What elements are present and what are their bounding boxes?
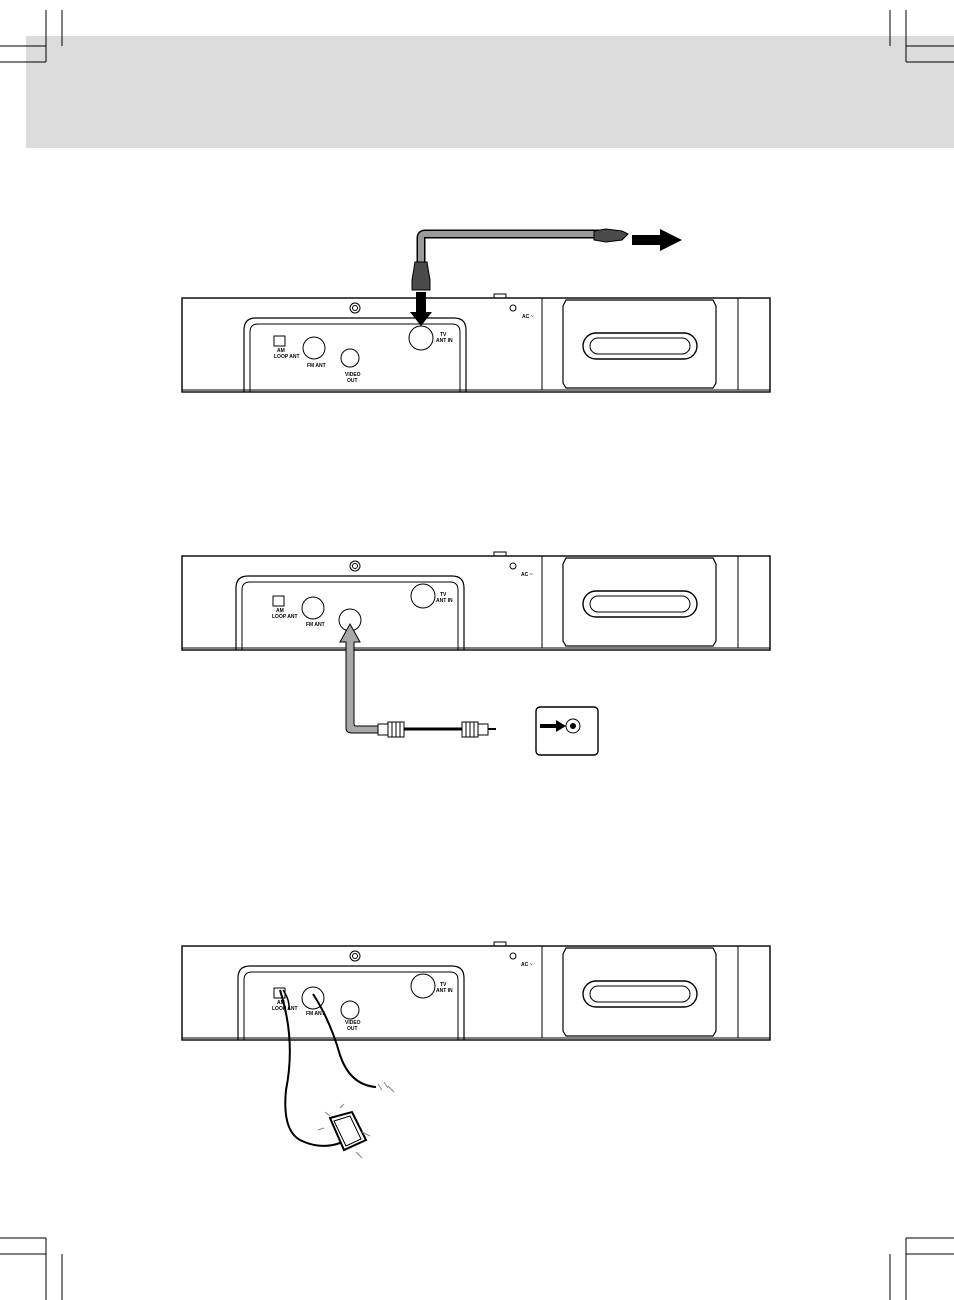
header-band — [26, 36, 954, 148]
video-jack-icon — [535, 706, 599, 756]
arrow-right-icon — [540, 720, 566, 732]
crop-mark-icon — [0, 10, 954, 1300]
fm-wire-antenna-icon — [312, 993, 395, 1093]
ac-label: AC ~ — [522, 314, 534, 320]
rca-plug-icon — [377, 721, 496, 738]
arrow-up-icon — [339, 622, 381, 734]
am-loop-antenna-icon — [279, 989, 371, 1159]
fm-ant-label: FM ANT — [306, 1011, 325, 1017]
receiver-rear-panel — [181, 941, 771, 1041]
ac-label: AC ~ — [521, 572, 533, 578]
receiver-rear-panel — [181, 293, 771, 393]
receiver-rear-panel — [181, 551, 771, 651]
arrow-down-icon — [410, 292, 432, 326]
arrow-right-icon — [632, 229, 682, 251]
fm-ant-label: FM ANT — [307, 363, 326, 369]
fm-ant-label: FM ANT — [306, 622, 325, 628]
ac-label: AC ~ — [521, 962, 533, 968]
